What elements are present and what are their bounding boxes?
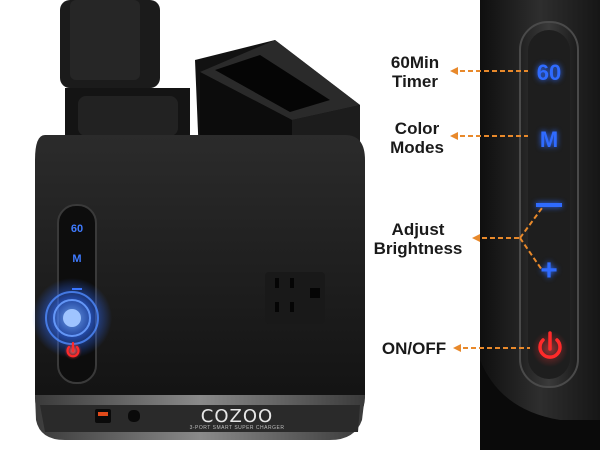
brightness-callout: Adjust Brightness (366, 220, 470, 258)
power-outlet (265, 272, 325, 324)
base-timer-icon: 60 (71, 223, 83, 235)
closeup-plus-icon: + (540, 254, 558, 287)
closeup-mode-icon: M (539, 127, 559, 152)
base-mode-icon: M (72, 253, 81, 265)
color-callout-line1: Color (394, 119, 440, 138)
timer-callout-line2: Timer (392, 72, 438, 91)
brand-logo: COZOO (200, 406, 274, 427)
brand-tagline: 3-PORT SMART SUPER CHARGER (189, 425, 285, 431)
base-power-icon (66, 345, 80, 358)
base-touch-panel: 60 M (32, 204, 112, 384)
timer-callout-line1: 60Min (390, 53, 440, 72)
brightness-callout-line2: Brightness (373, 239, 463, 258)
lamp-arm (60, 0, 190, 140)
timer-callout: 60Min Timer (380, 53, 450, 91)
usb-c-port (128, 410, 140, 422)
color-callout-line2: Modes (390, 138, 444, 157)
panel-closeup (480, 0, 600, 450)
charger-base (35, 135, 365, 440)
power-callout-label: ON/OFF (381, 339, 447, 358)
closeup-minus-icon (536, 203, 562, 207)
closeup-timer-icon: 60 (536, 60, 562, 85)
color-callout: Color Modes (384, 119, 450, 157)
brightness-callout-line1: Adjust (391, 220, 445, 239)
power-callout: ON/OFF (376, 339, 452, 358)
